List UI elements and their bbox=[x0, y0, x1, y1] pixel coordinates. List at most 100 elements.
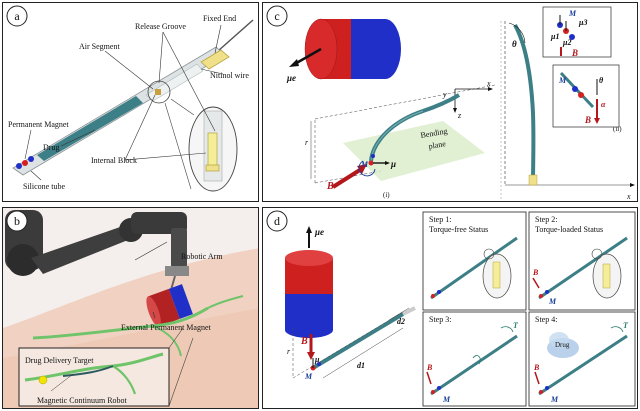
step-3-M: M bbox=[442, 395, 451, 404]
leader-internal-block bbox=[124, 94, 156, 161]
step-2-title: Step 2: bbox=[535, 215, 557, 224]
step-4-M: M bbox=[550, 395, 559, 404]
label-sub-ii: (ii) bbox=[613, 125, 622, 133]
leader-drug bbox=[60, 129, 96, 147]
leader-internal-block-2 bbox=[124, 152, 207, 161]
inset-internal-block bbox=[207, 132, 218, 168]
label-B-c-inset: B bbox=[571, 48, 578, 58]
panel-d-letter: d bbox=[274, 214, 280, 228]
B-arrow-c bbox=[331, 166, 365, 189]
step-1: Step 1: Torque-free Status bbox=[422, 211, 527, 311]
leader-silicone bbox=[30, 170, 42, 181]
panel-a: a Fixed End bbox=[2, 2, 259, 202]
catheter-d bbox=[311, 312, 405, 370]
label-drug: Drug bbox=[43, 143, 59, 152]
leader-air-segment bbox=[104, 50, 154, 90]
inset-block-base bbox=[205, 164, 220, 172]
label-theta-c: θ bbox=[512, 39, 517, 49]
vessel-branch-2 bbox=[207, 295, 244, 309]
label-y-c: y bbox=[442, 90, 447, 99]
panel-d-badge bbox=[266, 210, 288, 232]
step-1-title: Step 1: bbox=[429, 215, 451, 224]
panel-b-letter: b bbox=[14, 214, 20, 228]
nitinol-wire bbox=[217, 19, 254, 52]
step-4-T: T bbox=[623, 321, 629, 330]
label-B-c: B bbox=[326, 181, 334, 192]
label-mu-c: μ bbox=[390, 159, 396, 169]
drug-target-dot bbox=[38, 375, 48, 385]
zoom-line-1 bbox=[170, 98, 195, 116]
label-mu-e-c: μe bbox=[286, 73, 296, 83]
panel-b-badge bbox=[6, 210, 28, 232]
panel-a-figure: a Fixed End bbox=[6, 5, 254, 192]
panel-b: b Robotic Arm External Permanent Magnet … bbox=[2, 207, 259, 409]
label-nitinol-wire: Nitinol wire bbox=[210, 71, 249, 80]
robot-wrist bbox=[171, 228, 187, 268]
label-B-c-inset2: B bbox=[584, 115, 591, 125]
vessel-branch-1 bbox=[152, 325, 182, 357]
label-M-d: M bbox=[304, 372, 313, 381]
leader-nitinol bbox=[200, 68, 224, 75]
internal-block-mini bbox=[155, 89, 161, 95]
leader-release-groove-2 bbox=[162, 31, 216, 132]
catheter-ii bbox=[513, 24, 536, 184]
step-4: Step 4: Drug B M T bbox=[528, 311, 636, 407]
label-drug-target: Drug Delivery Target bbox=[25, 356, 94, 365]
external-permanent-magnet bbox=[146, 284, 193, 327]
label-external-magnet: External Permanent Magnet bbox=[121, 323, 212, 332]
step-2-B: B bbox=[532, 268, 539, 277]
label-M-c-inset2: M bbox=[558, 76, 567, 85]
label-silicone-tube: Silicone tube bbox=[23, 182, 65, 191]
label-M-c: M bbox=[360, 160, 369, 169]
step-4-drug: Drug bbox=[555, 341, 570, 349]
step-4-title: Step 4: bbox=[535, 315, 557, 324]
robot-flange bbox=[165, 266, 189, 276]
panel-d: d μe B r μ M d1 d2 bbox=[262, 207, 638, 409]
step-3-T: T bbox=[513, 321, 519, 330]
panel-c-letter: c bbox=[274, 9, 279, 23]
label-internal-block: Internal Block bbox=[91, 156, 137, 165]
robot-base-joint bbox=[7, 244, 39, 276]
label-air-segment: Air Segment bbox=[79, 42, 120, 51]
panel-b-figure: b Robotic Arm External Permanent Magnet … bbox=[3, 208, 258, 408]
step-2: Step 2: Torque-loaded Status B M bbox=[528, 211, 636, 311]
robot-arm-link-1 bbox=[31, 226, 133, 274]
panel-d-figure: d μe B r μ M d1 d2 bbox=[266, 210, 636, 407]
panel-c: c μe r Bending plane x z y bbox=[262, 2, 638, 202]
external-magnet-d bbox=[285, 250, 333, 338]
step-3-B: B bbox=[426, 363, 433, 372]
leader-release-groove bbox=[158, 31, 164, 84]
label-permanent-magnet: Permanent Magnet bbox=[8, 120, 69, 129]
step-3: Step 3: B M T bbox=[422, 311, 527, 407]
label-x-c: x bbox=[486, 79, 491, 88]
label-fixed-end: Fixed End bbox=[203, 14, 236, 23]
panel-c-badge bbox=[266, 5, 288, 27]
label-d1: d1 bbox=[357, 361, 365, 370]
label-M-c-inset: M bbox=[568, 9, 577, 18]
panel-a-letter: a bbox=[14, 9, 20, 23]
leader-magnet bbox=[24, 129, 32, 160]
step-3-title: Step 3: bbox=[429, 315, 451, 324]
label-sub-i: (i) bbox=[383, 191, 390, 199]
label-x-c2: x bbox=[626, 192, 631, 201]
label-mu2: μ2 bbox=[562, 38, 571, 47]
label-r-c: r bbox=[305, 138, 309, 147]
label-mu1: μ1 bbox=[550, 32, 559, 41]
label-B-d: B bbox=[300, 336, 308, 347]
label-robotic-arm: Robotic Arm bbox=[181, 252, 223, 261]
label-z-c: z bbox=[457, 111, 462, 120]
label-mu-d: μ bbox=[314, 355, 320, 364]
label-release-groove: Release Groove bbox=[135, 22, 186, 31]
inset-c-top bbox=[542, 6, 612, 58]
inset-vessel-branch bbox=[112, 365, 137, 395]
label-mu3: μ3 bbox=[578, 18, 587, 27]
fixed-end bbox=[200, 49, 230, 70]
step-1-subtitle: Torque-free Status bbox=[429, 225, 488, 234]
magnet-1 bbox=[16, 163, 22, 169]
magnet-3 bbox=[28, 156, 34, 162]
inset-continuum-robot bbox=[62, 365, 114, 377]
label-mu-e-d: μe bbox=[314, 227, 324, 237]
panel-c-figure: c μe r Bending plane x z y bbox=[266, 5, 635, 201]
label-alpha: α bbox=[601, 100, 606, 109]
label-bending-2: plane bbox=[428, 139, 447, 151]
